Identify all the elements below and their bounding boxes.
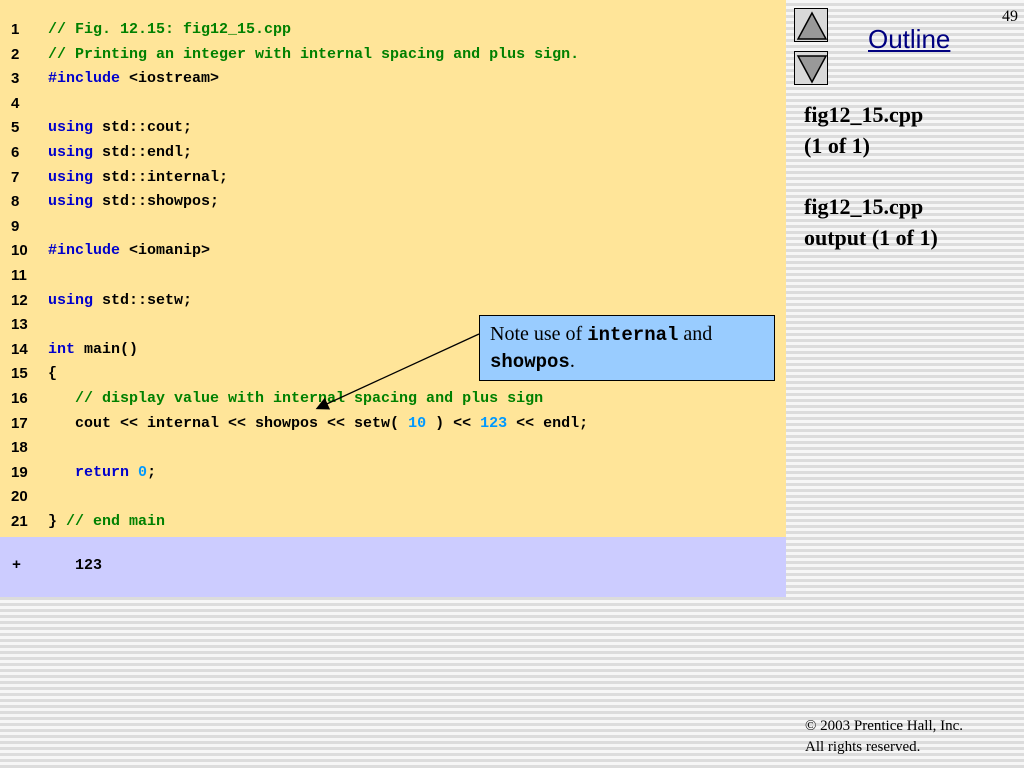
- line-number: 5: [11, 119, 20, 137]
- sidebar-output-title: fig12_15.cpp: [804, 194, 924, 219]
- code-text: #include <iomanip>: [48, 239, 210, 263]
- code-text: using std::showpos;: [48, 190, 219, 214]
- line-number: 18: [11, 439, 28, 457]
- code-text: } // end main: [48, 510, 165, 534]
- program-output-panel: + 123: [0, 537, 786, 597]
- code-token: #include: [48, 242, 121, 260]
- sidebar-file-page: (1 of 1): [804, 133, 870, 158]
- code-text: {: [48, 362, 57, 386]
- code-token: std::cout;: [93, 119, 193, 137]
- code-token: using: [48, 168, 94, 186]
- line-number: 16: [11, 390, 28, 407]
- code-text: using std::cout;: [48, 116, 192, 140]
- outline-link[interactable]: Outline: [868, 24, 951, 54]
- code-token: std::setw;: [93, 291, 193, 309]
- code-token: [129, 464, 138, 481]
- code-text: using std::endl;: [48, 141, 192, 165]
- code-token: ;: [147, 463, 157, 481]
- code-token: <iostream>: [120, 70, 220, 88]
- line-number: 8: [11, 193, 20, 211]
- footer-copyright: © 2003 Prentice Hall, Inc.: [805, 718, 964, 734]
- callout-suffix: .: [569, 350, 575, 372]
- code-token: }: [48, 513, 67, 530]
- code-token: #include: [48, 70, 121, 88]
- line-number: 1: [11, 21, 20, 38]
- triangle-down-icon: [796, 55, 828, 84]
- triangle-up-icon: [796, 11, 828, 40]
- line-number: 7: [11, 168, 20, 186]
- code-token: << endl;: [507, 414, 589, 432]
- line-number: 9: [11, 217, 20, 235]
- line-number: 19: [11, 463, 28, 481]
- callout-term-showpos: showpos: [490, 351, 570, 373]
- previous-slide-button[interactable]: [794, 8, 828, 42]
- code-text: int main(): [48, 338, 138, 362]
- code-text: return 0;: [48, 461, 156, 485]
- code-token: return: [75, 463, 130, 481]
- code-token: 10: [408, 414, 427, 432]
- code-token: std::showpos;: [93, 193, 220, 211]
- next-slide-button[interactable]: [794, 51, 828, 85]
- line-number: 12: [11, 291, 28, 309]
- code-token: // Printing an integer with internal spa…: [48, 45, 580, 63]
- code-text: using std::internal;: [48, 166, 228, 190]
- line-number: 17: [11, 414, 28, 432]
- program-output-line: + 123: [12, 557, 103, 574]
- callout-middle: and: [678, 323, 713, 345]
- line-number: 3: [11, 70, 20, 88]
- code-token: int: [48, 340, 76, 358]
- code-token: {: [48, 365, 58, 383]
- code-text: using std::setw;: [48, 289, 192, 313]
- sidebar-output-page: output (1 of 1): [804, 225, 938, 250]
- line-number: 14: [11, 340, 28, 358]
- line-number: 21: [11, 513, 28, 530]
- footer-rights: All rights reserved.: [805, 739, 921, 755]
- code-token: using: [48, 291, 94, 309]
- code-text: // Fig. 12.15: fig12_15.cpp: [48, 18, 291, 42]
- line-number: 15: [11, 365, 28, 383]
- code-token: ) <<: [426, 414, 481, 432]
- code-token: using: [48, 144, 94, 161]
- line-number: 2: [11, 45, 20, 63]
- callout-term-internal: internal: [587, 324, 679, 346]
- line-number: 13: [11, 316, 28, 334]
- code-text: #include <iostream>: [48, 67, 219, 91]
- code-token: using: [48, 193, 94, 211]
- code-token: std::endl;: [93, 144, 193, 161]
- code-token: 123: [480, 414, 508, 432]
- line-number: 6: [11, 144, 20, 161]
- slide-number: 49: [1002, 8, 1018, 25]
- callout-prefix: Note use of: [490, 323, 588, 345]
- line-number: 20: [11, 488, 28, 506]
- code-token: // display value with internal spacing a…: [48, 390, 544, 407]
- code-text: // Printing an integer with internal spa…: [48, 43, 579, 67]
- sidebar-file-title: fig12_15.cpp: [804, 102, 924, 127]
- code-token: main(): [75, 340, 139, 358]
- code-token: std::internal;: [93, 168, 229, 186]
- code-token: 0: [138, 463, 148, 481]
- line-number: 4: [11, 94, 20, 112]
- code-token: <iomanip>: [120, 242, 211, 260]
- line-number: 10: [11, 242, 28, 260]
- code-text: cout << internal << showpos << setw( 10 …: [48, 412, 588, 436]
- code-token: // end main: [66, 513, 166, 530]
- note-callout: Note use of internal and showpos.: [479, 315, 775, 381]
- code-listing-panel: 1 // Fig. 12.15: fig12_15.cpp 2 // Printing…: [0, 0, 786, 537]
- line-number: 11: [11, 267, 27, 284]
- code-text: // display value with internal spacing a…: [48, 387, 543, 411]
- code-token: // Fig. 12.15: fig12_15.cpp: [48, 21, 292, 38]
- code-token: using: [48, 119, 94, 137]
- code-token: [48, 464, 75, 481]
- code-token: cout << internal << showpos << setw(: [48, 414, 409, 432]
